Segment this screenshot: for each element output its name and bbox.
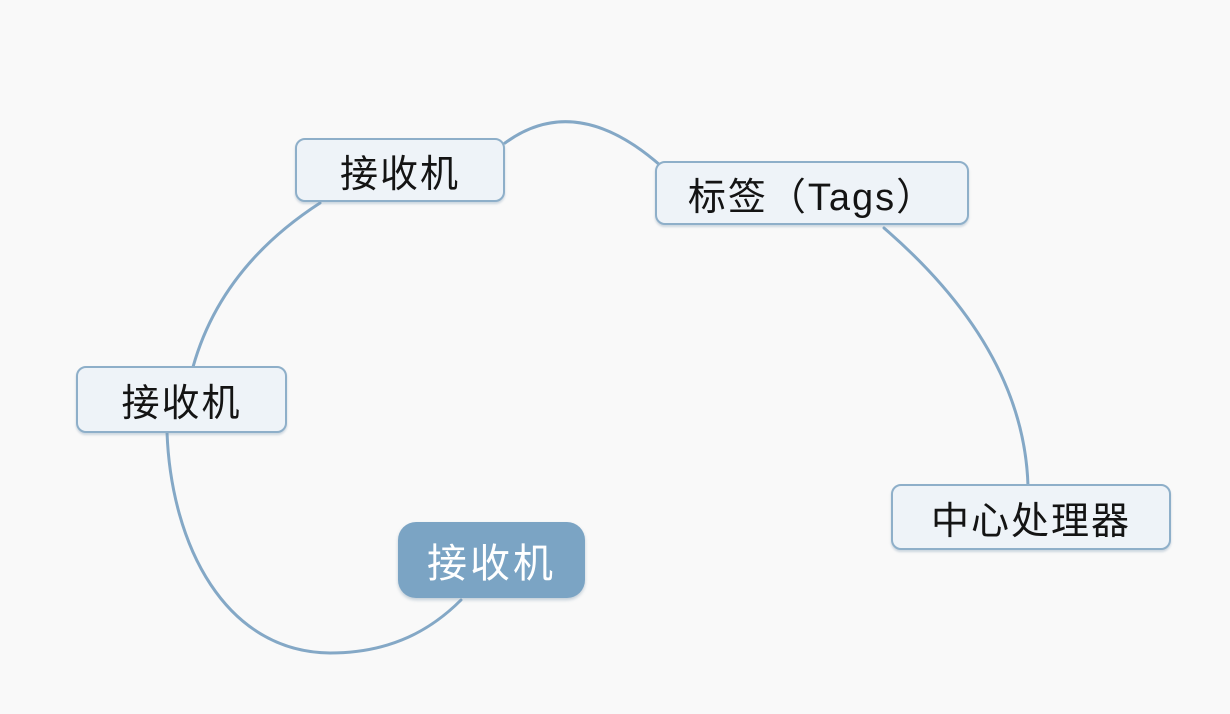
- node-tags[interactable]: 标签（Tags）: [655, 161, 969, 225]
- connector-tags-to-central-processor: [882, 226, 1030, 488]
- node-receiver-left[interactable]: 接收机: [76, 366, 287, 433]
- connector-receiver-top-to-receiver-left: [191, 201, 322, 369]
- node-receiver-main[interactable]: 接收机: [398, 522, 585, 598]
- node-central-processor-label: 中心处理器: [930, 500, 1131, 543]
- node-tags-label: 标签（Tags）: [687, 176, 937, 219]
- node-receiver-top-label: 接收机: [339, 153, 460, 196]
- connector-receiver-top-to-tags: [503, 120, 663, 168]
- node-receiver-top[interactable]: 接收机: [295, 138, 505, 202]
- node-receiver-main-label: 接收机: [427, 542, 556, 586]
- connector-receiver-left-to-receiver-main: [165, 430, 463, 655]
- node-receiver-left-label: 接收机: [121, 383, 242, 425]
- node-central-processor[interactable]: 中心处理器: [891, 484, 1171, 550]
